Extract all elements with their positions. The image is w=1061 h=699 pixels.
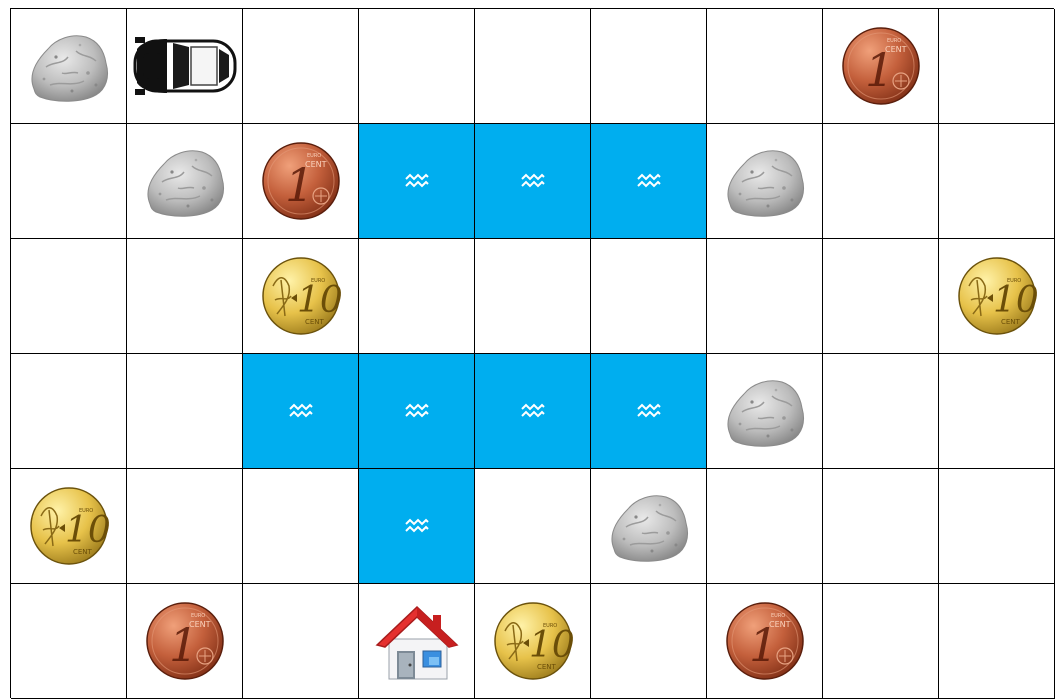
game-board: 1 CENT EURO xyxy=(10,8,1054,698)
board-cell-r6-c9[interactable] xyxy=(939,584,1055,699)
svg-text:CENT: CENT xyxy=(1001,318,1021,326)
board-cell-r1-c9[interactable] xyxy=(939,9,1055,124)
board-cell-r5-c3[interactable] xyxy=(243,469,359,584)
ten-cent-coin-icon: 10 CENT EURO xyxy=(261,256,341,336)
board-cell-r6-c1[interactable] xyxy=(11,584,127,699)
board-cell-r6-c4[interactable] xyxy=(359,584,475,699)
board-cell-r1-c1[interactable] xyxy=(11,9,127,124)
board-cell-r3-c7[interactable] xyxy=(707,239,823,354)
rock-icon xyxy=(722,372,808,450)
board-cell-r4-c8[interactable] xyxy=(823,354,939,469)
board-cell-r4-c4[interactable] xyxy=(359,354,475,469)
svg-text:EURO: EURO xyxy=(307,153,321,159)
board-cell-r4-c9[interactable] xyxy=(939,354,1055,469)
ten-cent-coin-icon: 10 CENT EURO xyxy=(493,601,573,681)
board-cell-r3-c3[interactable]: 10 CENT EURO xyxy=(243,239,359,354)
board-cell-r3-c6[interactable] xyxy=(591,239,707,354)
board-cell-r2-c4[interactable] xyxy=(359,124,475,239)
board-cell-r4-c1[interactable] xyxy=(11,354,127,469)
board-cell-r3-c9[interactable]: 10 CENT EURO xyxy=(939,239,1055,354)
board-cell-r2-c7[interactable] xyxy=(707,124,823,239)
board-cell-r4-c3[interactable] xyxy=(243,354,359,469)
board-cell-r1-c6[interactable] xyxy=(591,9,707,124)
board-cell-r2-c8[interactable] xyxy=(823,124,939,239)
board-cell-r1-c8[interactable]: 1 CENT EURO xyxy=(823,9,939,124)
board-cell-r5-c4[interactable] xyxy=(359,469,475,584)
board-cell-r5-c6[interactable] xyxy=(591,469,707,584)
svg-text:CENT: CENT xyxy=(73,548,93,556)
rock-icon xyxy=(722,142,808,220)
svg-text:10: 10 xyxy=(297,280,341,321)
board-cell-r3-c4[interactable] xyxy=(359,239,475,354)
svg-text:10: 10 xyxy=(65,510,109,551)
car-icon xyxy=(133,37,237,95)
board-cell-r6-c5[interactable]: 10 CENT EURO xyxy=(475,584,591,699)
svg-text:10: 10 xyxy=(529,625,573,666)
one-cent-coin-icon: 1 CENT EURO xyxy=(261,141,341,221)
board-cell-r2-c3[interactable]: 1 CENT EURO xyxy=(243,124,359,239)
svg-text:CENT: CENT xyxy=(769,620,791,629)
water-icon xyxy=(405,173,429,189)
svg-text:CENT: CENT xyxy=(885,45,907,54)
one-cent-coin-icon: 1 CENT EURO xyxy=(145,601,225,681)
svg-text:EURO: EURO xyxy=(79,508,93,514)
board-cell-r6-c3[interactable] xyxy=(243,584,359,699)
ten-cent-coin-icon: 10 CENT EURO xyxy=(29,486,109,566)
board-cell-r3-c1[interactable] xyxy=(11,239,127,354)
one-cent-coin-icon: 1 CENT EURO xyxy=(841,26,921,106)
board-cell-r1-c3[interactable] xyxy=(243,9,359,124)
svg-text:CENT: CENT xyxy=(305,318,325,326)
board-cell-r2-c6[interactable] xyxy=(591,124,707,239)
board-cell-r4-c6[interactable] xyxy=(591,354,707,469)
svg-text:EURO: EURO xyxy=(771,613,785,619)
svg-text:EURO: EURO xyxy=(887,38,901,44)
ten-cent-coin-icon: 10 CENT EURO xyxy=(957,256,1037,336)
svg-text:CENT: CENT xyxy=(189,620,211,629)
water-icon xyxy=(521,403,545,419)
water-icon xyxy=(637,403,661,419)
rock-icon xyxy=(26,27,112,105)
board-cell-r4-c5[interactable] xyxy=(475,354,591,469)
board-cell-r1-c5[interactable] xyxy=(475,9,591,124)
board-cell-r2-c1[interactable] xyxy=(11,124,127,239)
water-icon xyxy=(637,173,661,189)
board-cell-r5-c8[interactable] xyxy=(823,469,939,584)
water-icon xyxy=(521,173,545,189)
board-cell-r6-c2[interactable]: 1 CENT EURO xyxy=(127,584,243,699)
board-cell-r2-c9[interactable] xyxy=(939,124,1055,239)
board-cell-r1-c7[interactable] xyxy=(707,9,823,124)
rock-icon xyxy=(142,142,228,220)
water-icon xyxy=(289,403,313,419)
board-cell-r3-c2[interactable] xyxy=(127,239,243,354)
board-cell-r5-c1[interactable]: 10 CENT EURO xyxy=(11,469,127,584)
board-cell-r3-c8[interactable] xyxy=(823,239,939,354)
board-cell-r1-c4[interactable] xyxy=(359,9,475,124)
board-cell-r5-c9[interactable] xyxy=(939,469,1055,584)
svg-text:EURO: EURO xyxy=(1007,278,1021,284)
svg-text:10: 10 xyxy=(993,280,1037,321)
house-icon xyxy=(375,601,459,681)
svg-text:EURO: EURO xyxy=(543,623,557,629)
svg-text:EURO: EURO xyxy=(191,613,205,619)
board-cell-r6-c8[interactable] xyxy=(823,584,939,699)
board-cell-r5-c7[interactable] xyxy=(707,469,823,584)
rock-icon xyxy=(606,487,692,565)
svg-text:CENT: CENT xyxy=(537,663,557,671)
board-cell-r6-c7[interactable]: 1 CENT EURO xyxy=(707,584,823,699)
board-cell-r2-c2[interactable] xyxy=(127,124,243,239)
board-cell-r3-c5[interactable] xyxy=(475,239,591,354)
water-icon xyxy=(405,403,429,419)
water-icon xyxy=(405,518,429,534)
one-cent-coin-icon: 1 CENT EURO xyxy=(725,601,805,681)
board-cell-r2-c5[interactable] xyxy=(475,124,591,239)
svg-text:EURO: EURO xyxy=(311,278,325,284)
svg-text:CENT: CENT xyxy=(305,160,327,169)
board-cell-r5-c2[interactable] xyxy=(127,469,243,584)
board-cell-r4-c2[interactable] xyxy=(127,354,243,469)
board-cell-r1-c2[interactable] xyxy=(127,9,243,124)
board-cell-r5-c5[interactable] xyxy=(475,469,591,584)
board-cell-r6-c6[interactable] xyxy=(591,584,707,699)
board-cell-r4-c7[interactable] xyxy=(707,354,823,469)
